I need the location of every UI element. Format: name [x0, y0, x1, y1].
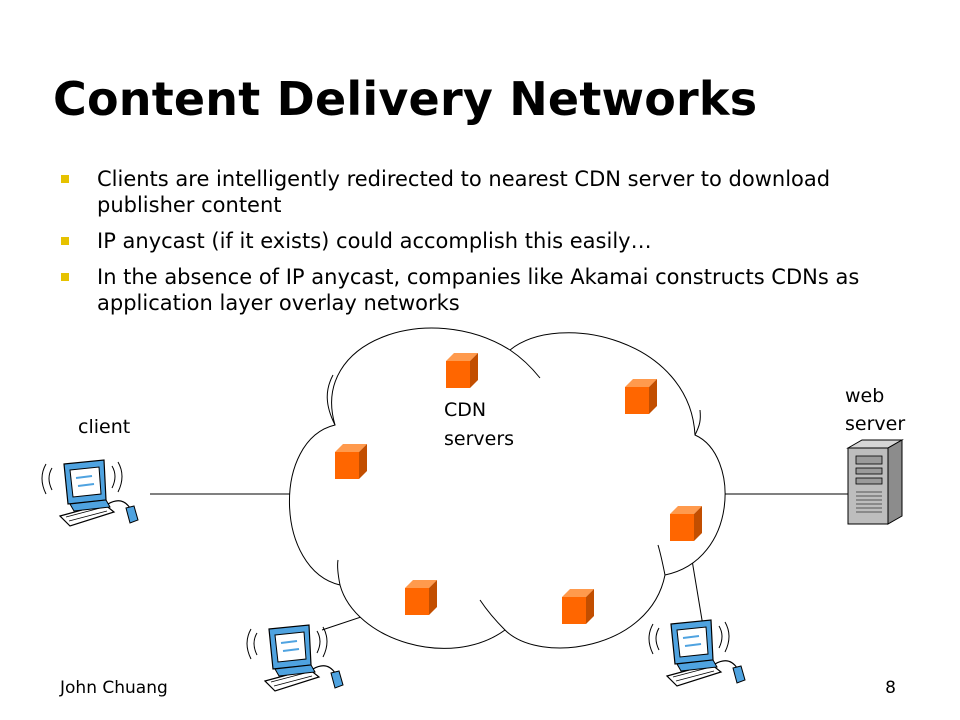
bullet-item: Clients are intelligently redirected to …: [60, 166, 920, 218]
bullet-text: Clients are intelligently redirected to …: [97, 167, 831, 217]
bullet-item: IP anycast (if it exists) could accompli…: [60, 228, 920, 254]
client-computer-icon: [41, 459, 139, 527]
bullet-square-icon: [61, 237, 69, 245]
bullet-text: IP anycast (if it exists) could accompli…: [97, 229, 652, 253]
client-label: client: [78, 416, 131, 438]
cdn-servers-label-line1: CDN: [444, 399, 487, 421]
cdn-servers-label-line2: servers: [444, 428, 515, 450]
internet-cloud: [288, 327, 726, 649]
cdn-server-icon: [625, 379, 657, 414]
footer-author: John Chuang: [60, 678, 168, 698]
client-computer-icon: [246, 624, 344, 692]
bullet-item: In the absence of IP anycast, companies …: [60, 264, 920, 316]
bullet-square-icon: [61, 175, 69, 183]
cdn-server-icon: [670, 506, 702, 541]
cdn-server-icon: [446, 353, 478, 388]
slide-title: Content Delivery Networks: [53, 72, 758, 126]
web-server-label-line1: web: [845, 385, 885, 407]
cdn-server-icon: [335, 444, 367, 479]
cdn-server-icon: [562, 589, 594, 624]
cdn-server-icon: [405, 580, 437, 615]
client-computer-icon: [648, 619, 746, 687]
web-server-label-line2: server: [845, 413, 906, 435]
page-number: 8: [885, 678, 896, 698]
bullet-list: Clients are intelligently redirected to …: [60, 166, 920, 326]
bullet-text: In the absence of IP anycast, companies …: [97, 265, 860, 315]
bullet-square-icon: [61, 273, 69, 281]
web-server-icon: [846, 439, 904, 525]
